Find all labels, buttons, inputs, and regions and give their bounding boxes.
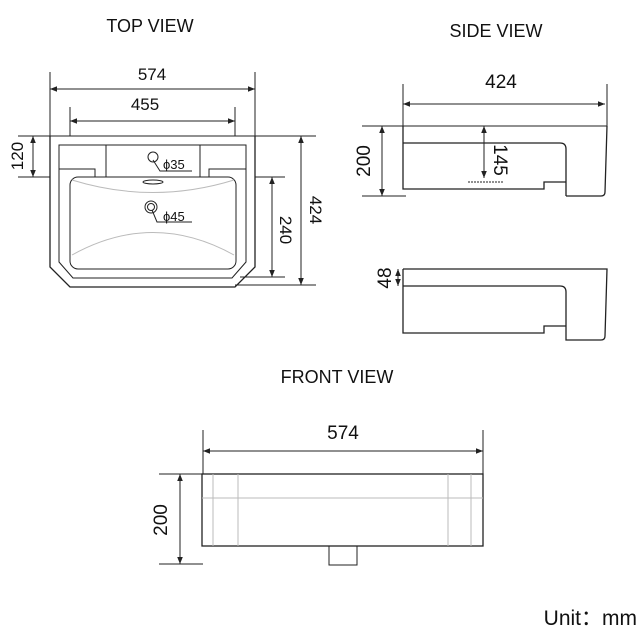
drain-hole-leader <box>151 209 192 223</box>
front-outline <box>201 473 484 547</box>
front-dim-200-label: 200 <box>151 504 172 536</box>
side-dim-145-label: 145 <box>489 144 510 176</box>
basin-contour-bottom <box>71 232 235 256</box>
overflow-slot <box>142 179 164 185</box>
dim-455-label: 455 <box>131 95 159 114</box>
deck-divisions <box>59 145 246 177</box>
top-view-title: TOP VIEW <box>106 16 193 36</box>
unit-label: Unit：mm <box>544 607 637 630</box>
side-dim-48-label: 48 <box>375 267 396 288</box>
top-outer-outline <box>49 136 256 288</box>
tap-hole <box>147 151 159 163</box>
drain-outlet <box>328 545 358 566</box>
front-view: 574 200 <box>151 423 484 566</box>
dim-240-label: 240 <box>276 216 295 244</box>
dim-424-label: 424 <box>306 196 325 224</box>
dim-574-label: 574 <box>138 65 166 84</box>
front-view-title: FRONT VIEW <box>281 367 394 387</box>
top-inner-outline <box>58 144 247 279</box>
top-view: ϕ35 ϕ45 574 455 120 240 424 <box>8 65 325 288</box>
drain-hole-label: ϕ45 <box>163 209 185 224</box>
tap-hole-leader <box>152 159 192 172</box>
side-dim-200-label: 200 <box>354 145 375 177</box>
front-dim-574-label: 574 <box>327 423 359 444</box>
side-dim-424-label: 424 <box>485 72 517 93</box>
tap-hole-label: ϕ35 <box>163 157 185 172</box>
side-view-rim: 48 <box>375 267 608 341</box>
drain-hole-outer <box>144 200 158 214</box>
dim-120-label: 120 <box>8 142 27 170</box>
side-view-title: SIDE VIEW <box>449 21 542 41</box>
basin-outline <box>69 176 237 270</box>
drain-hole-inner <box>147 203 155 211</box>
side-view: 424 200 145 <box>354 72 608 197</box>
basin-contour-top <box>71 179 235 193</box>
